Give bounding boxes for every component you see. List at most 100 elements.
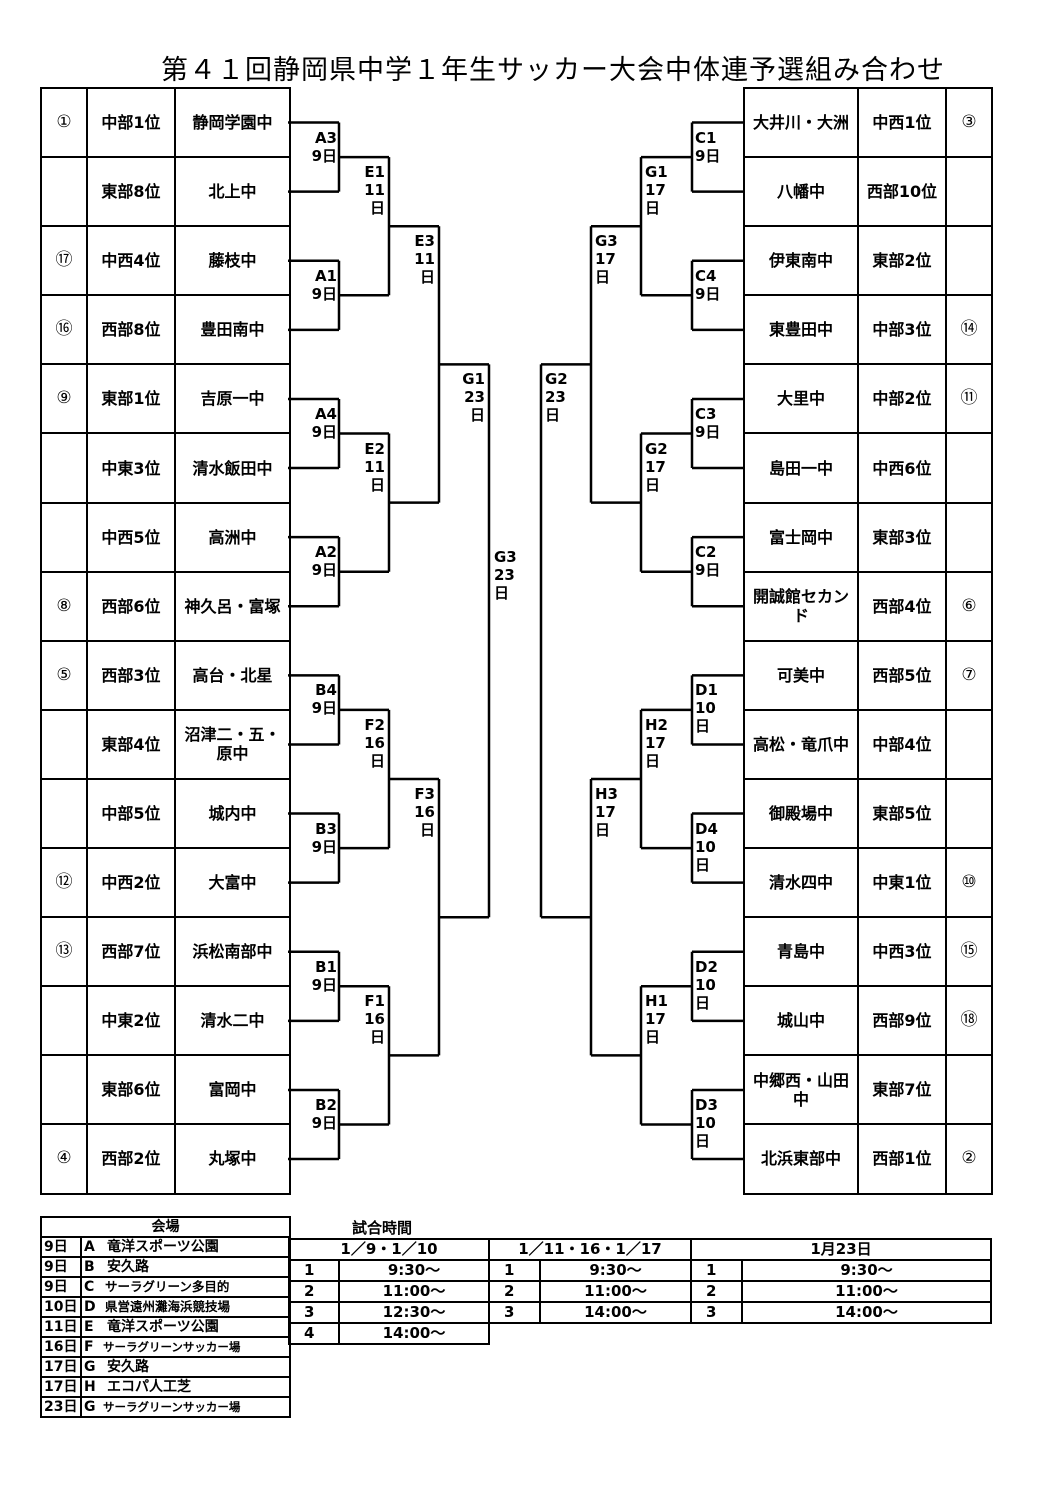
team-row: 八幡中西部10位 <box>743 156 993 228</box>
match-number: 4 <box>288 1322 340 1345</box>
school-name: 高松・竜爪中 <box>743 708 859 780</box>
day-unit: 日 <box>369 199 385 218</box>
match-code: C3 <box>695 404 717 423</box>
match-day: 17 <box>595 803 616 821</box>
match-day: 17 <box>645 1010 666 1029</box>
school-name: 藤枝中 <box>174 225 291 297</box>
match-code: A2 <box>314 543 337 562</box>
venue-day: 17日 <box>40 1376 82 1398</box>
day-unit: 日 <box>469 406 485 425</box>
match-time-header: 試合時間 <box>352 1219 413 1237</box>
venue-code: C <box>80 1276 99 1298</box>
venue-day: 10日 <box>40 1296 82 1318</box>
qualifying-rank: 中西5位 <box>86 501 176 573</box>
qualifying-rank: 中西4位 <box>86 225 176 297</box>
venue-day: 11日 <box>40 1316 82 1338</box>
seed-number: ⑮ <box>945 916 993 988</box>
qualifying-rank: 西部1位 <box>857 1123 947 1195</box>
qualifying-rank: 西部3位 <box>86 639 176 711</box>
match-day: 9日 <box>311 146 337 165</box>
school-name: 沼津二・五・原中 <box>174 708 291 780</box>
school-name: 豊田南中 <box>174 294 291 366</box>
school-name: 可美中 <box>743 639 859 711</box>
match-day: 9日 <box>695 284 721 303</box>
team-row: 中部5位城内中 <box>40 777 291 850</box>
match-number: 3 <box>488 1301 541 1324</box>
school-name: 城山中 <box>743 985 859 1057</box>
match-day: 16 <box>364 1010 385 1029</box>
match-code: B4 <box>315 681 337 700</box>
match-day: 9日 <box>311 1113 337 1132</box>
team-row: 東部4位沼津二・五・原中 <box>40 708 291 780</box>
seed-number <box>945 156 993 228</box>
qualifying-rank: 東部4位 <box>86 708 176 780</box>
match-code: C2 <box>695 543 717 562</box>
seed-number: ⑨ <box>40 363 88 435</box>
venue-code: F <box>80 1336 99 1358</box>
qualifying-rank: 西部9位 <box>857 985 947 1057</box>
seed-number <box>945 501 993 573</box>
match-number: 1 <box>288 1259 340 1282</box>
school-name: 静岡学園中 <box>174 86 291 159</box>
seed-number <box>40 1054 88 1126</box>
team-row: 御殿場中東部5位 <box>743 777 993 850</box>
seed-number: ⑭ <box>945 294 993 366</box>
qualifying-rank: 中部4位 <box>857 708 947 780</box>
match-number: 1 <box>690 1259 743 1282</box>
school-name: 大里中 <box>743 363 859 435</box>
match-code: F1 <box>364 992 385 1011</box>
seed-number: ③ <box>945 86 993 159</box>
match-code: D3 <box>695 1095 718 1114</box>
match-day: 17 <box>645 181 666 200</box>
school-name: 大富中 <box>174 847 291 919</box>
match-day: 9日 <box>311 422 337 441</box>
match-code: B2 <box>315 1095 337 1114</box>
match-day: 9日 <box>695 561 721 580</box>
school-name: 富士岡中 <box>743 501 859 573</box>
empty-cell <box>742 1323 991 1344</box>
school-name: 高洲中 <box>174 501 291 573</box>
school-name: 浜松南部中 <box>174 916 291 988</box>
day-unit: 日 <box>645 475 661 494</box>
school-name: 八幡中 <box>743 156 859 228</box>
match-day: 9日 <box>311 284 337 303</box>
match-day: 9日 <box>695 422 721 441</box>
seed-number <box>40 156 88 228</box>
seed-number <box>40 432 88 504</box>
seed-number <box>945 708 993 780</box>
seed-number: ⑥ <box>945 570 993 642</box>
match-code: A4 <box>314 404 337 423</box>
match-code: A1 <box>314 266 337 285</box>
match-day: 11 <box>364 457 385 476</box>
venue-day: 9日 <box>40 1276 82 1298</box>
day-unit: 日 <box>645 1028 661 1047</box>
day-unit: 日 <box>695 717 711 736</box>
empty-cell <box>489 1323 540 1344</box>
day-unit: 日 <box>595 821 611 839</box>
school-name: 丸塚中 <box>174 1123 291 1195</box>
venue-name: 安久路 <box>99 1256 292 1278</box>
team-row: 中東2位清水二中 <box>40 985 291 1057</box>
